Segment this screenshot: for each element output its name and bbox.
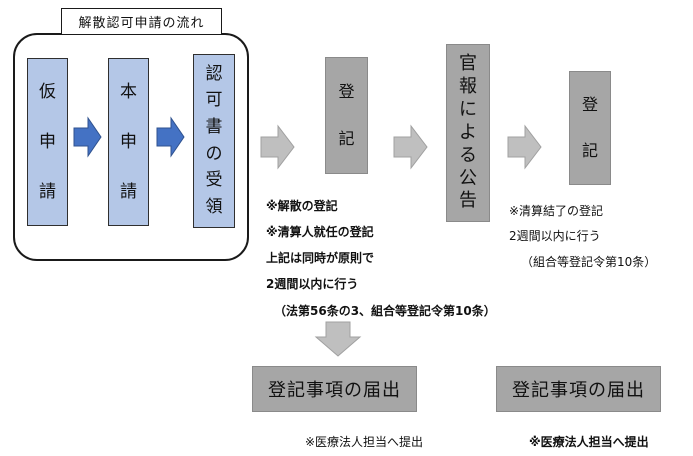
- step3-char: 領: [205, 197, 223, 218]
- note2-line3: （組合等登記令第10条）: [521, 255, 657, 269]
- register1-char: 登: [338, 81, 355, 101]
- filing-box-1: 登記事項の届出: [252, 366, 417, 412]
- note2-line2: 2週間以内に行う: [509, 229, 601, 243]
- step-formal-application: 本 申 請: [108, 58, 149, 226]
- gazette-char: 公: [459, 167, 477, 189]
- gazette-char: 告: [459, 190, 477, 212]
- gazette-char: 官: [459, 53, 477, 75]
- gazette-char: よ: [459, 121, 477, 143]
- blue-arrow-icon: [156, 116, 185, 158]
- gray-arrow-icon: [260, 124, 295, 170]
- gray-arrow-icon: [507, 124, 542, 170]
- note1-line5: （法第56条の3、組合等登記令第10条）: [274, 304, 496, 318]
- registration-box-1: 登 記: [325, 57, 368, 174]
- step1-char: 申: [39, 131, 56, 152]
- step-provisional-application: 仮 申 請: [27, 58, 68, 226]
- step-receive-approval: 認 可 書 の 受 領: [193, 54, 235, 228]
- step1-char: 請: [39, 181, 56, 202]
- blue-arrow-icon: [73, 116, 102, 158]
- note1-line3: 上記は同時が原則で: [266, 251, 375, 265]
- step2-char: 請: [120, 181, 137, 202]
- filing1-note: ※医療法人担当へ提出: [305, 435, 424, 449]
- note1-line2: ※清算人就任の登記: [266, 225, 374, 239]
- filing-box-2: 登記事項の届出: [496, 366, 661, 412]
- step1-char: 仮: [39, 81, 56, 102]
- note2-line1: ※清算結了の登記: [509, 204, 604, 218]
- step3-char: の: [205, 143, 223, 164]
- note1-line4: 2週間以内に行う: [266, 277, 359, 291]
- step3-char: 可: [205, 90, 223, 111]
- register2-char: 記: [581, 141, 598, 160]
- step3-char: 書: [205, 117, 223, 138]
- gazette-notice-box: 官 報 に よ る 公 告: [446, 44, 490, 222]
- register1-char: 記: [338, 129, 355, 149]
- step2-char: 申: [120, 131, 137, 152]
- step3-char: 認: [205, 63, 223, 84]
- registration-box-2: 登 記: [569, 71, 611, 185]
- filing2-note: ※医療法人担当へ提出: [529, 435, 649, 449]
- gray-down-arrow-icon: [314, 321, 362, 357]
- group-title: 解散認可申請の流れ: [61, 8, 222, 35]
- gray-arrow-icon: [393, 124, 428, 170]
- note1-line1: ※解散の登記: [266, 199, 338, 213]
- gazette-char: る: [459, 144, 477, 166]
- gazette-char: に: [459, 99, 477, 121]
- step2-char: 本: [120, 81, 137, 102]
- step3-char: 受: [205, 170, 223, 191]
- register2-char: 登: [581, 95, 598, 114]
- gazette-char: 報: [459, 76, 477, 98]
